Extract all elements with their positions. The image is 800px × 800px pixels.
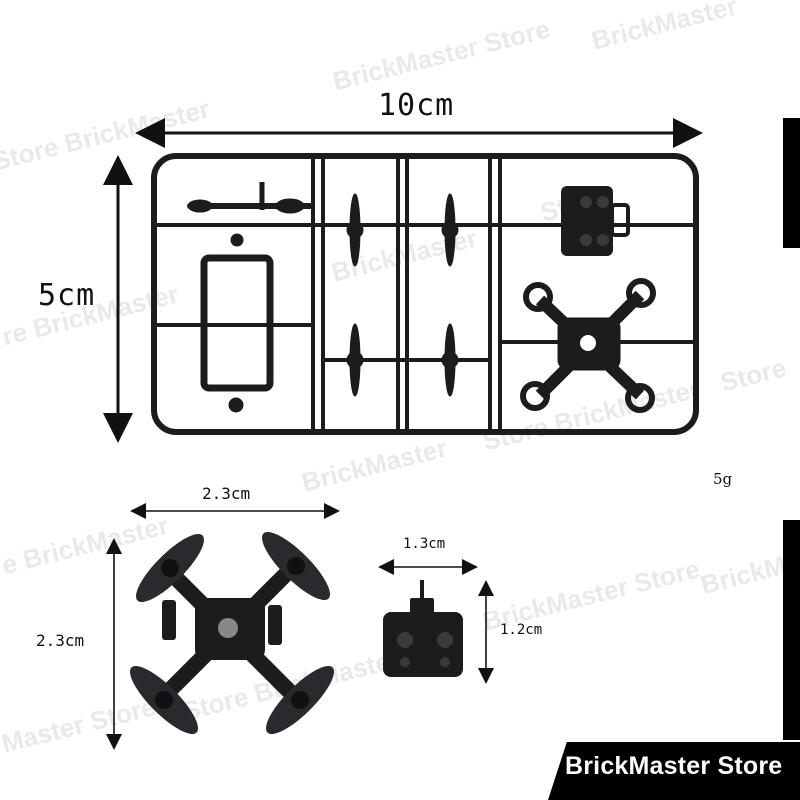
- edge-decoration: [783, 118, 800, 248]
- sprue-propellers: [346, 193, 459, 397]
- sprue-bracket-part: [187, 182, 305, 413]
- sprue-drone-body: [520, 278, 656, 413]
- edge-decoration: [783, 520, 800, 740]
- store-name: BrickMaster Store: [565, 752, 783, 780]
- drone-height-label: 2.3cm: [36, 631, 85, 650]
- sprue-width-label: 10cm: [378, 88, 455, 123]
- weight-label: 5g: [713, 470, 733, 488]
- assembled-controller: [383, 580, 463, 677]
- sprue-height-label: 5cm: [38, 278, 96, 313]
- drone-width-label: 2.3cm: [202, 484, 251, 503]
- assembled-drone: [130, 532, 334, 734]
- controller-height-label: 1.2cm: [500, 622, 543, 638]
- sprue-controller-part: [561, 186, 630, 256]
- controller-width-label: 1.3cm: [403, 536, 446, 552]
